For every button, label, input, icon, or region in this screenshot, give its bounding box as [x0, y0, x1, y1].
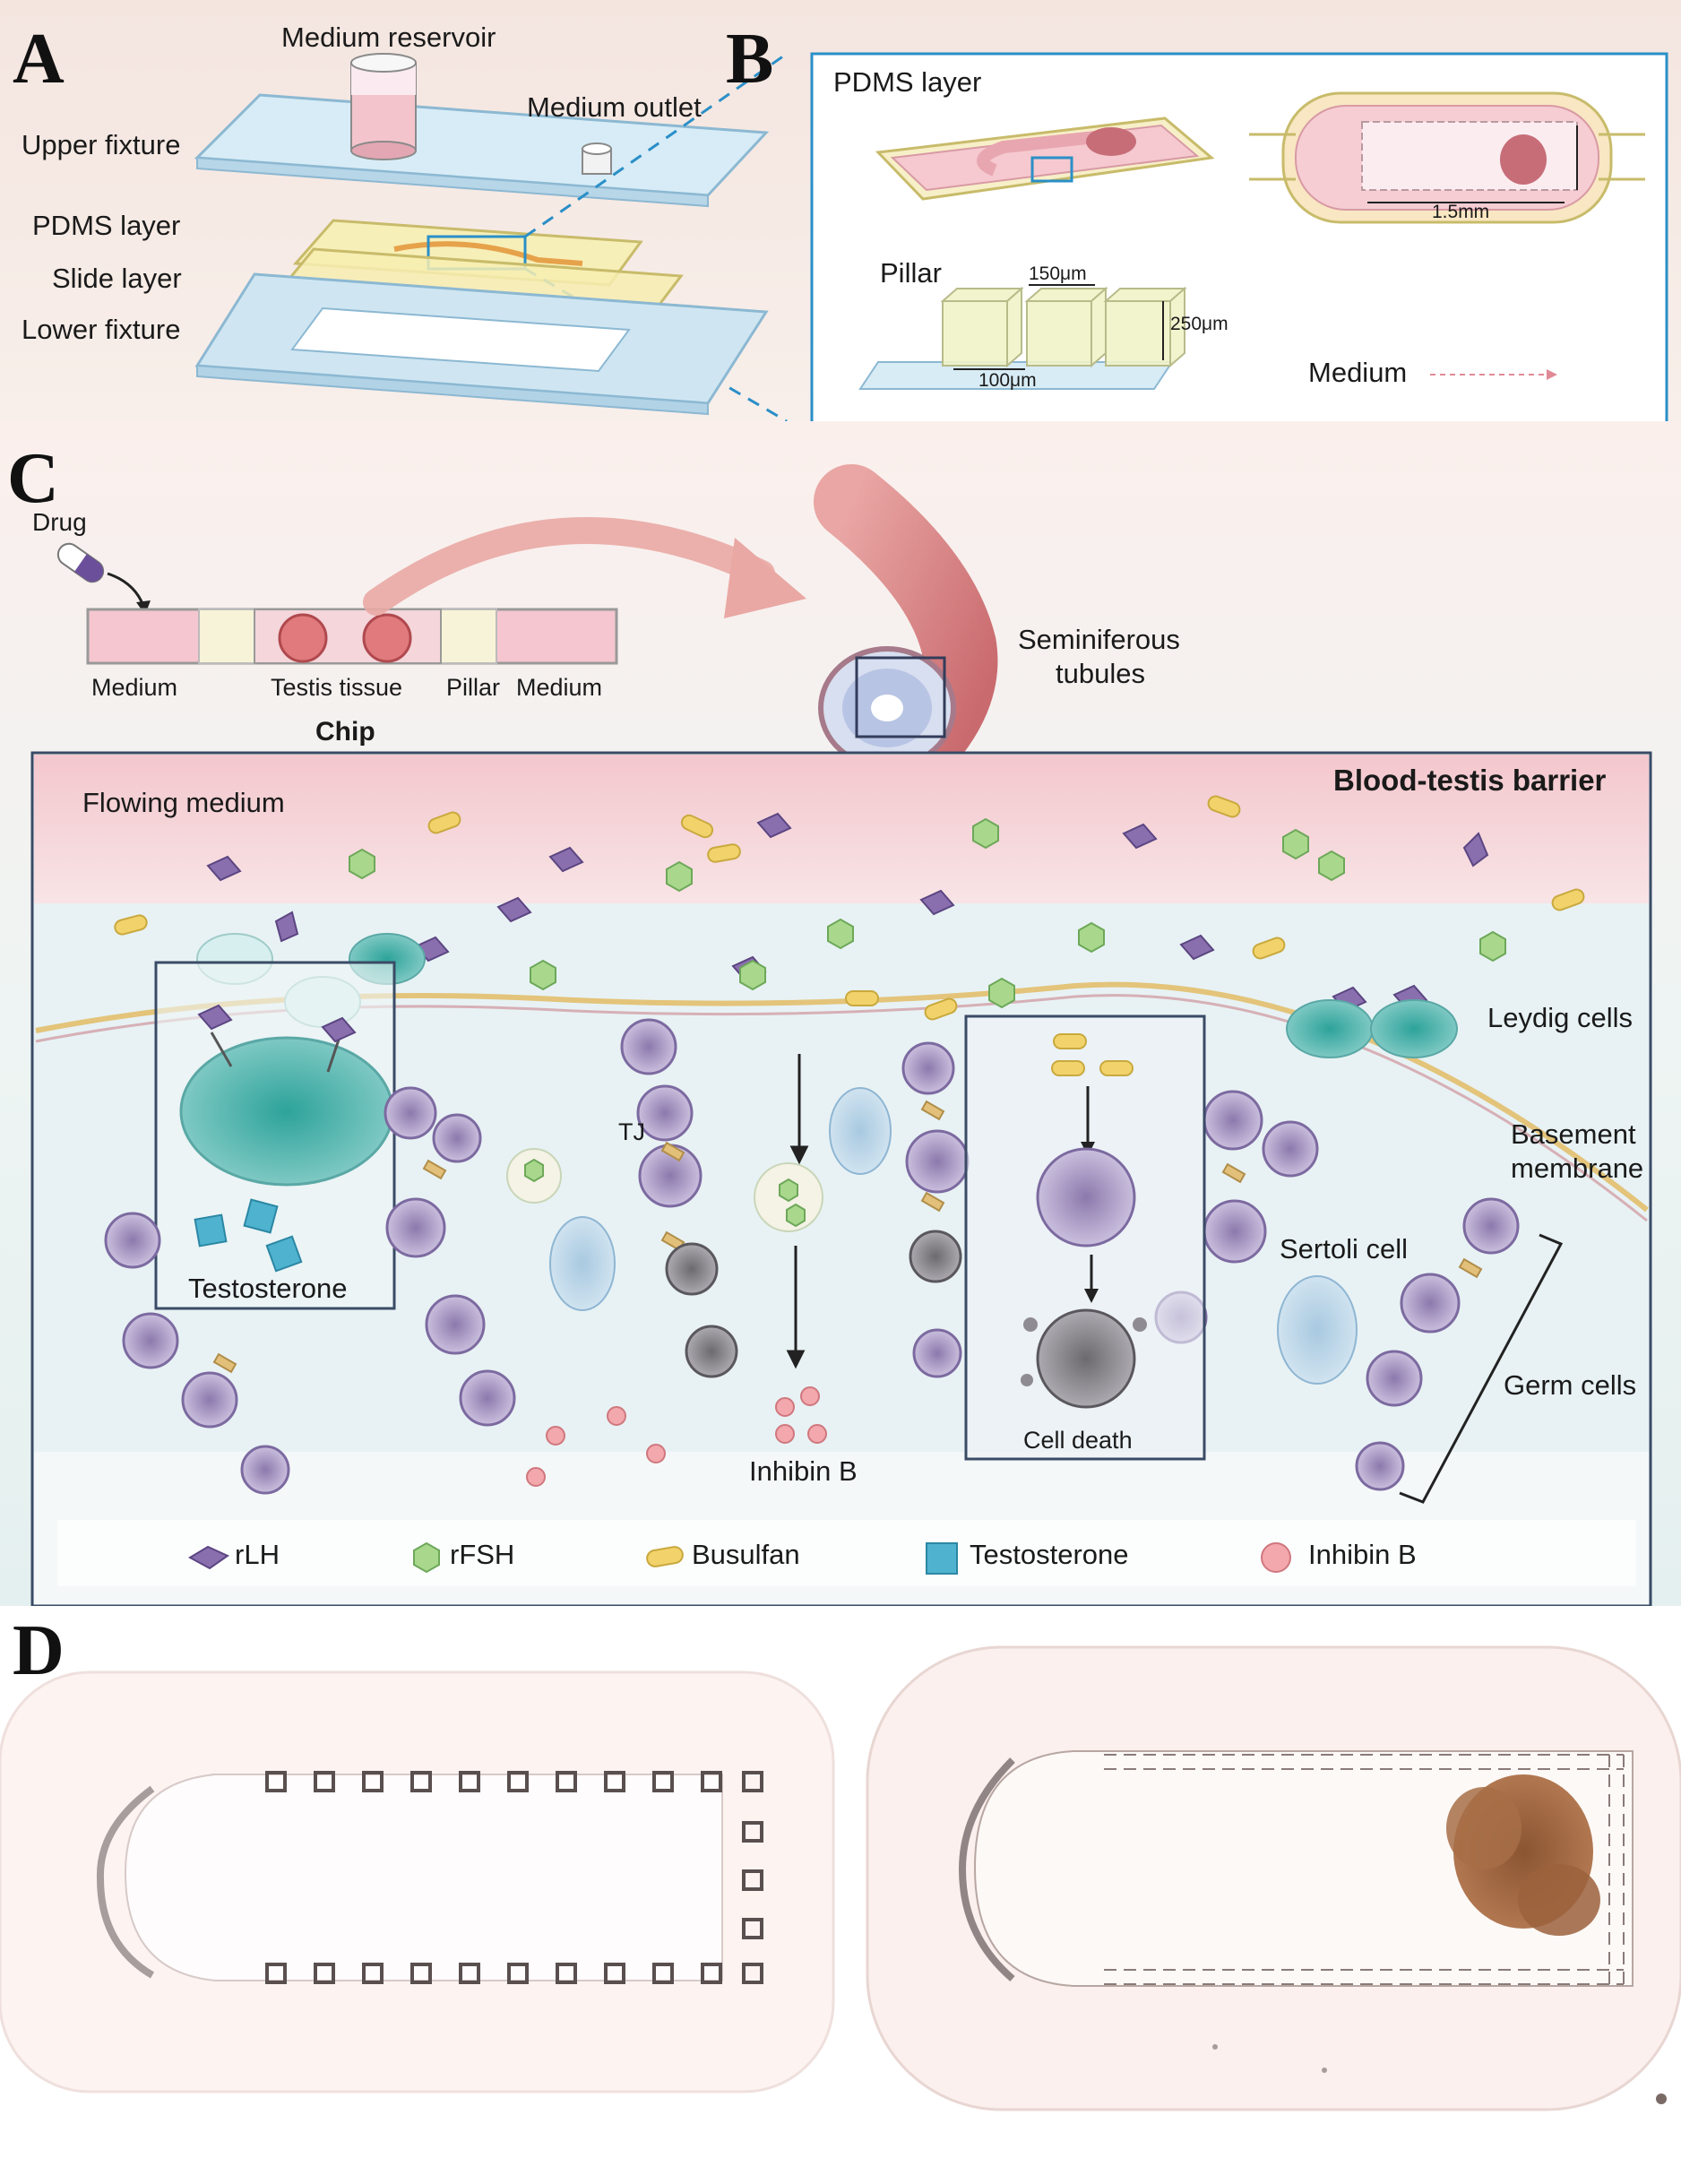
medium-reservoir-icon	[350, 53, 417, 160]
legend-item-rfsh: rFSH	[413, 1539, 514, 1574]
pillars-icon	[858, 284, 1187, 390]
label-flowing-medium: Flowing medium	[82, 787, 285, 818]
label-germ-cells: Germ cells	[1504, 1369, 1636, 1401]
legend-item-rlh: rLH	[187, 1539, 280, 1570]
label-medium-left: Medium	[91, 674, 177, 701]
legend-rfsh-label: rFSH	[450, 1539, 514, 1570]
label-seminiferous-line1: Seminiferous	[1018, 624, 1180, 655]
legend: rLH rFSH Busulfan Testosterone Inhibin B	[187, 1539, 1417, 1575]
leydig-cells-icon	[1286, 999, 1458, 1058]
legend-item-busulfan: Busulfan	[646, 1539, 800, 1570]
label-inhibin-b: Inhibin B	[749, 1455, 858, 1487]
chip-top-view-icon	[1249, 91, 1645, 224]
legend-inhibin-label: Inhibin B	[1308, 1539, 1417, 1570]
label-sertoli-cell: Sertoli cell	[1280, 1233, 1408, 1265]
legend-item-inhibin: Inhibin B	[1261, 1539, 1417, 1573]
legend-rlh-label: rLH	[235, 1539, 280, 1570]
arrows-central	[786, 1054, 809, 1369]
label-cell-death: Cell death	[1023, 1427, 1133, 1454]
panel-c-letter: C	[7, 439, 59, 518]
medium-outlet-icon	[582, 142, 612, 175]
label-blood-testis-barrier: Blood-testis barrier	[1333, 764, 1607, 797]
label-pillar-c: Pillar	[446, 674, 500, 701]
panel-c: C Drug Medium Testis tissue Pillar Mediu…	[0, 421, 1681, 1608]
inhibin-dots	[526, 1386, 827, 1487]
label-testosterone-inset: Testosterone	[188, 1273, 348, 1304]
label-testis-tissue: Testis tissue	[271, 674, 402, 701]
legend-testosterone-label: Testosterone	[970, 1539, 1129, 1570]
germ-cells-group	[104, 1018, 1520, 1495]
label-upper-fixture: Upper fixture	[22, 129, 180, 160]
label-chip: Chip	[315, 717, 375, 747]
label-pdms-layer: PDMS layer	[32, 210, 180, 241]
label-seminiferous-line2: tubules	[1056, 658, 1145, 689]
flowing-medium-band	[34, 755, 1649, 903]
legend-busulfan-label: Busulfan	[692, 1539, 800, 1570]
chip-3d-icon	[875, 117, 1215, 201]
label-pillar-b: Pillar	[880, 257, 942, 289]
label-dim-gap: 100μm	[978, 370, 1037, 391]
micrograph-empty-pillars	[265, 1771, 763, 1984]
panel-b-letter: B	[726, 20, 773, 99]
seminiferous-tubule-icon	[814, 464, 998, 790]
panel-a-letter: A	[13, 20, 65, 99]
legend-bar	[57, 1520, 1636, 1586]
legend-inhibin-swatch	[1261, 1542, 1291, 1573]
drug-capsule-icon	[56, 542, 105, 583]
testosterone-cubes-icon	[194, 1198, 303, 1273]
label-medium-reservoir: Medium reservoir	[281, 22, 496, 53]
panel-d: D	[0, 1606, 1681, 2184]
label-leydig-cells: Leydig cells	[1487, 1002, 1633, 1033]
label-basement-membrane: Basement membrane	[1511, 1118, 1643, 1184]
label-medium-b: Medium	[1308, 357, 1407, 388]
label-slide-layer: Slide layer	[52, 263, 182, 294]
panel-a: A Medium reservoir Medium outlet Upper	[13, 20, 788, 423]
label-dim-height: 250μm	[1170, 314, 1228, 334]
label-seminiferous-tubules: Seminiferous tubules	[1018, 624, 1188, 689]
micrograph-empty-chip	[0, 1670, 835, 2093]
legend-testosterone-swatch	[926, 1542, 958, 1575]
label-tj: TJ	[618, 1118, 645, 1145]
leydig-receptor-cell-icon	[179, 1004, 394, 1187]
molecules-scatter	[114, 795, 1585, 1021]
legend-busulfan-swatch	[646, 1546, 684, 1567]
chip-schematic-icon	[86, 608, 618, 665]
label-drug: Drug	[32, 508, 87, 536]
label-basement-line1: Basement	[1511, 1118, 1636, 1150]
legend-rfsh-swatch	[413, 1541, 440, 1574]
legend-rlh-swatch	[187, 1545, 230, 1570]
label-basement-line2: membrane	[1511, 1152, 1643, 1184]
label-dim-width: 150μm	[1029, 263, 1087, 284]
big-curved-arrow	[363, 517, 775, 616]
label-medium-right: Medium	[516, 674, 602, 701]
label-medium-outlet: Medium outlet	[527, 91, 702, 123]
label-pdms-layer-b: PDMS layer	[833, 66, 981, 98]
germ-cells-bracket	[1399, 1233, 1564, 1504]
panel-b: B PDMS layer 1.5mm Pillar	[726, 20, 1668, 425]
legend-item-testosterone: Testosterone	[926, 1539, 1129, 1575]
rfsh-vesicle-icon	[506, 1148, 823, 1232]
micrograph-tissue-chip	[866, 1645, 1681, 2111]
cell-death-icon	[1021, 1033, 1147, 1409]
label-lower-fixture: Lower fixture	[22, 314, 180, 345]
label-dim-length: 1.5mm	[1432, 202, 1489, 222]
panel-d-letter: D	[13, 1611, 65, 1690]
